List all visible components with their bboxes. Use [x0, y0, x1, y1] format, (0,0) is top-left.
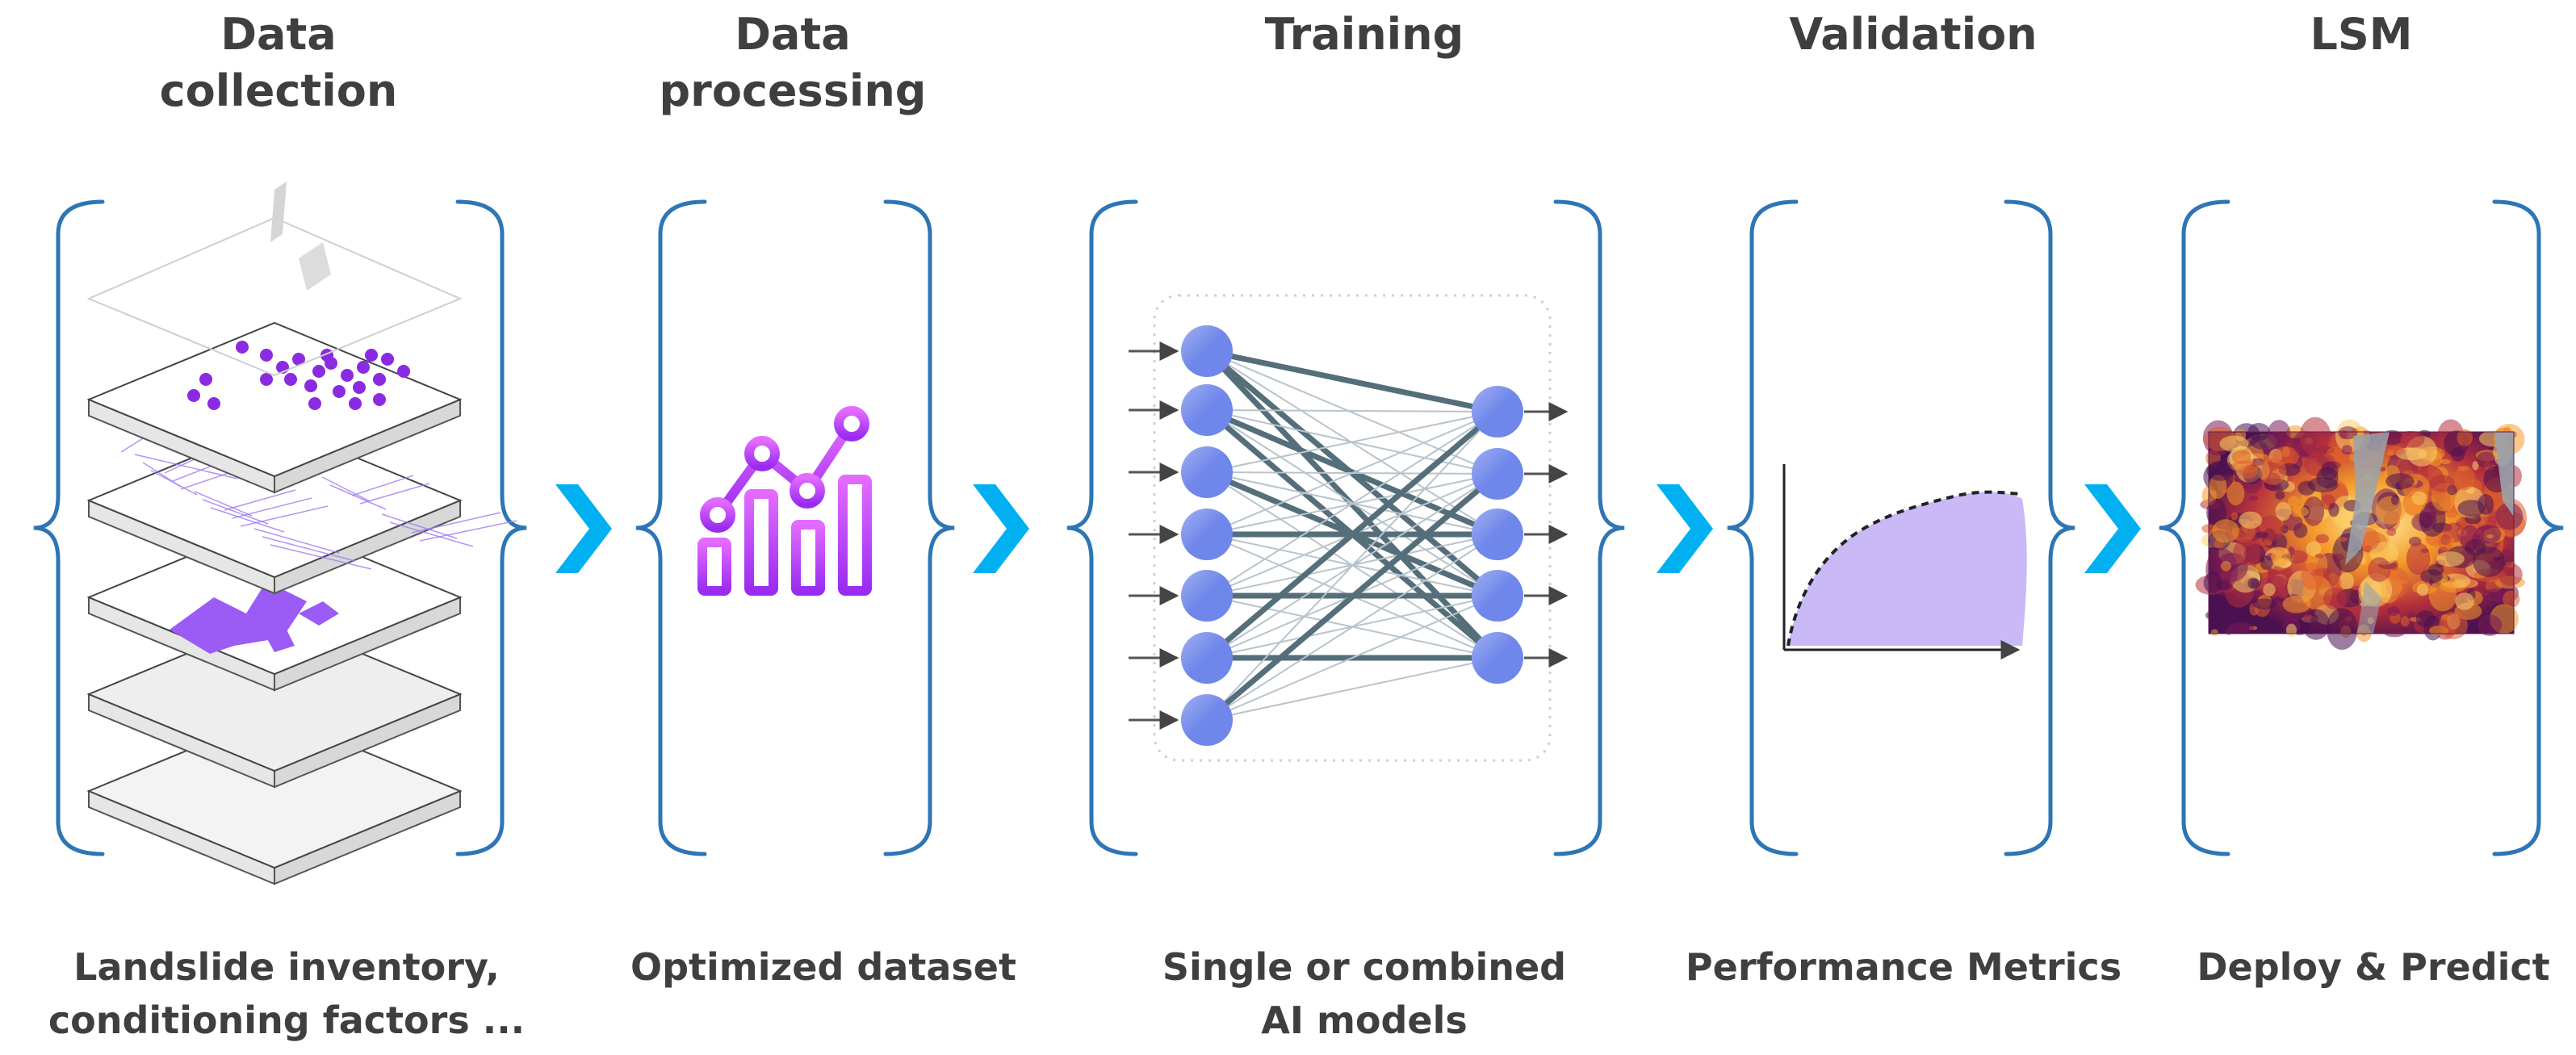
stage-title-line: processing	[659, 65, 927, 116]
stage-caption-line: Optimized dataset	[630, 945, 1016, 989]
stage-caption-line: Performance Metrics	[1685, 945, 2122, 989]
chevron-right-icon	[2084, 484, 2141, 573]
stage-title-line: Validation	[1789, 9, 2038, 60]
stage-title-validation: Validation	[1671, 6, 2155, 63]
nn-edge	[1206, 657, 1498, 721]
nn-edge	[1204, 409, 1500, 660]
map-layers-icon	[86, 182, 517, 885]
nn-edge	[1206, 409, 1498, 412]
stage-title-line: Data	[735, 9, 851, 60]
brace-left	[33, 199, 105, 856]
stage-caption-line: Single or combined	[1162, 945, 1567, 989]
nn-edge	[1206, 348, 1498, 415]
nn-edge	[1204, 471, 1500, 722]
stage-caption-data-processing: Optimized dataset	[557, 940, 1090, 994]
nn-edge	[1206, 350, 1498, 475]
stage-title-lsm: LSM	[2119, 6, 2576, 63]
stage-caption-line: Landslide inventory,	[73, 945, 500, 989]
bar-line-chart-icon	[683, 406, 883, 596]
brace-left	[1066, 199, 1138, 856]
brace-right	[2492, 199, 2564, 856]
stage-title-line: LSM	[2310, 9, 2413, 60]
chevron-right-icon	[973, 484, 1029, 573]
brace-right	[1553, 199, 1625, 856]
stage-title-training: Training	[1122, 6, 1606, 63]
stage-title-line: Training	[1264, 9, 1464, 60]
stage-title-line: Data	[220, 9, 337, 60]
brace-right	[883, 199, 955, 856]
stage-caption-line: Deploy & Predict	[2197, 945, 2550, 989]
brace-left	[1727, 199, 1799, 856]
chevron-right-icon	[555, 484, 612, 573]
brace-right	[2004, 199, 2075, 856]
nn-edge	[1206, 411, 1498, 597]
stage-caption-line: AI models	[1261, 998, 1468, 1042]
brace-left	[635, 199, 707, 856]
stage-caption-training: Single or combined AI models	[1098, 940, 1631, 1047]
stage-caption-lsm: Deploy & Predict	[2107, 940, 2576, 994]
stage-title-line: collection	[159, 65, 398, 116]
nn-edge	[1206, 534, 1498, 721]
nn-edge	[1206, 411, 1498, 721]
stage-caption-validation: Performance Metrics	[1637, 940, 2170, 994]
roc-curve-icon	[1782, 464, 2027, 659]
nn-edge	[1206, 411, 1498, 535]
brace-left	[2159, 199, 2230, 856]
susceptibility-map-icon	[2195, 417, 2528, 650]
chevron-right-icon	[1657, 484, 1713, 573]
stage-caption-data-collection: Landslide inventory, conditioning factors…	[20, 940, 553, 1047]
neural-network-icon	[1129, 294, 1569, 762]
stage-caption-line: conditioning factors ...	[48, 998, 526, 1042]
nn-edge	[1206, 411, 1498, 473]
nn-edge	[1206, 595, 1498, 721]
brace-right	[455, 199, 527, 856]
